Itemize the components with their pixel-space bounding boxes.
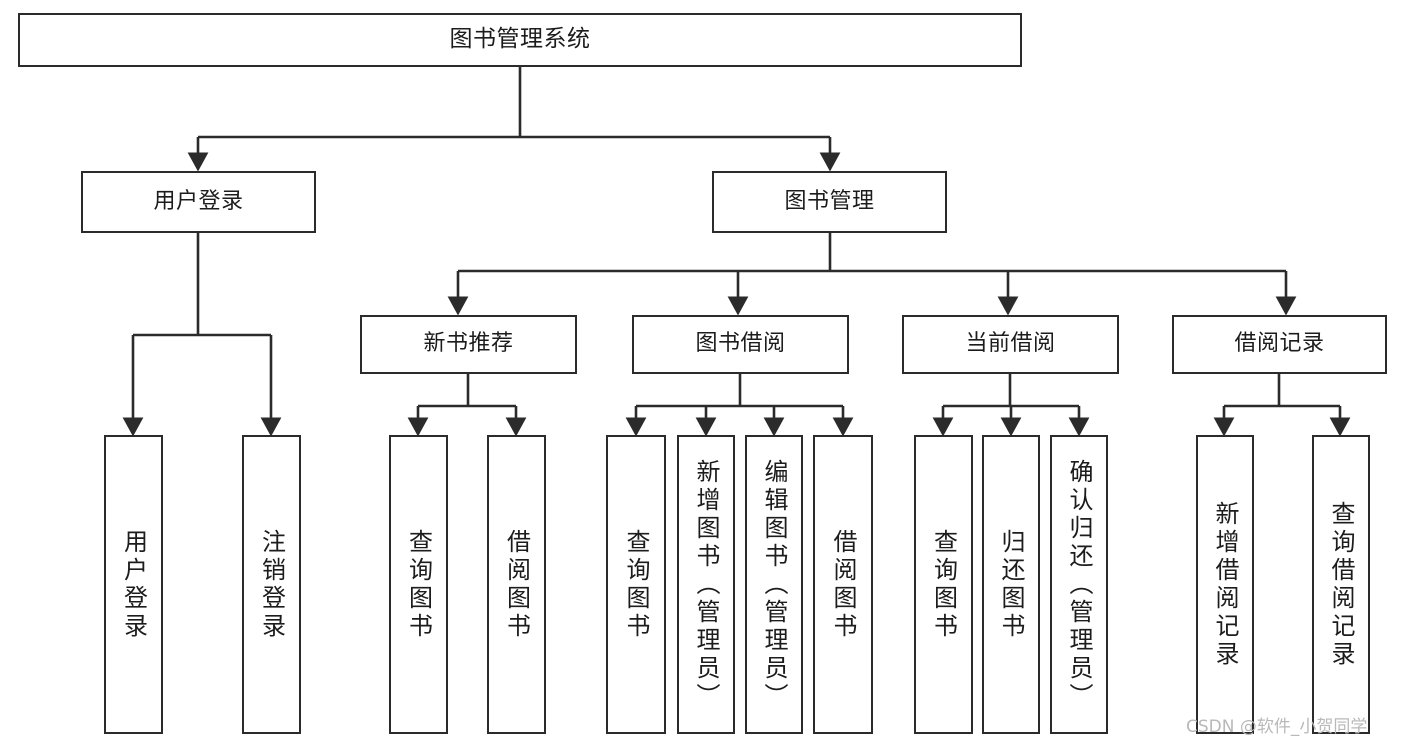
node-label: 新书推荐	[423, 331, 514, 357]
leaf-borrow-record-query-record[interactable]: 查询借阅记录	[1312, 435, 1370, 734]
node-label: 新增图书（管理员）	[692, 458, 720, 711]
leaf-book-borrow-edit-book-admin[interactable]: 编辑图书（管理员）	[745, 435, 803, 734]
leaf-new-book-borrow-book[interactable]: 借阅图书	[487, 435, 546, 734]
node-label: 查询借阅记录	[1327, 500, 1355, 669]
node-label: 查询图书	[404, 528, 433, 641]
node-label: 查询图书	[929, 528, 958, 641]
node-label: 查询图书	[622, 528, 650, 641]
node-book-management[interactable]: 图书管理	[712, 171, 947, 233]
node-label: 注销登录	[257, 528, 286, 641]
leaf-user-login-logout[interactable]: 注销登录	[242, 435, 301, 734]
leaf-user-login-login[interactable]: 用户登录	[104, 435, 163, 734]
node-label: 图书借阅	[695, 331, 786, 357]
node-label: 编辑图书（管理员）	[760, 458, 788, 711]
node-label: 用户登录	[119, 528, 148, 641]
leaf-book-borrow-add-book-admin[interactable]: 新增图书（管理员）	[677, 435, 735, 734]
node-label: 图书管理系统	[449, 26, 591, 53]
node-label: 借阅图书	[502, 528, 531, 641]
node-label: 借阅图书	[829, 528, 857, 641]
node-current-borrow[interactable]: 当前借阅	[902, 315, 1119, 374]
node-new-book-recommend[interactable]: 新书推荐	[360, 315, 577, 374]
leaf-borrow-record-add-record[interactable]: 新增借阅记录	[1196, 435, 1254, 734]
node-borrow-record[interactable]: 借阅记录	[1172, 315, 1387, 374]
leaf-new-book-query-book[interactable]: 查询图书	[389, 435, 448, 734]
node-user-login[interactable]: 用户登录	[81, 171, 316, 233]
node-label: 用户登录	[153, 188, 244, 214]
leaf-current-borrow-return-book[interactable]: 归还图书	[982, 435, 1040, 734]
leaf-book-borrow-borrow-book[interactable]: 借阅图书	[813, 435, 873, 734]
node-root-book-management-system[interactable]: 图书管理系统	[18, 13, 1022, 67]
node-label: 新增借阅记录	[1211, 500, 1239, 669]
node-book-borrow[interactable]: 图书借阅	[632, 315, 849, 374]
leaf-book-borrow-query-book[interactable]: 查询图书	[606, 435, 666, 734]
leaf-current-borrow-confirm-return-admin[interactable]: 确认归还（管理员）	[1050, 435, 1108, 734]
node-label: 确认归还（管理员）	[1065, 458, 1093, 711]
node-label: 当前借阅	[965, 331, 1056, 357]
leaf-current-borrow-query-book[interactable]: 查询图书	[914, 435, 973, 734]
node-label: 借阅记录	[1234, 331, 1325, 357]
node-label: 归还图书	[997, 528, 1025, 641]
csdn-watermark: CSDN @软件_小贺同学	[1186, 717, 1368, 737]
node-label: 图书管理	[784, 188, 875, 214]
